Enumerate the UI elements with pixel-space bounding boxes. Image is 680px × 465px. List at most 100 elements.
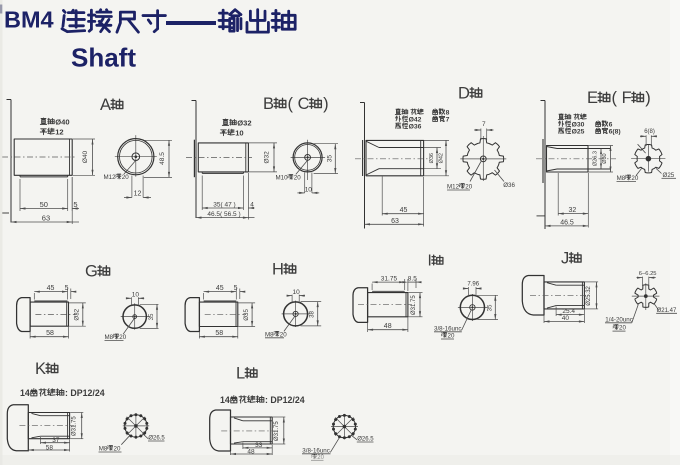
svg-text:( C: ( C — [288, 95, 310, 113]
svg-text:Ø31.75: Ø31.75 — [411, 295, 417, 315]
svg-text:Ø40: Ø40 — [82, 150, 89, 163]
svg-text:Ø36: Ø36 — [409, 124, 422, 131]
svg-text:20: 20 — [280, 331, 287, 338]
svg-text:6: 6 — [609, 122, 613, 129]
svg-text:46.5: 46.5 — [560, 219, 574, 226]
svg-text:5: 5 — [65, 285, 69, 292]
svg-text:): ) — [323, 95, 329, 113]
svg-text:: DP12/24: : DP12/24 — [265, 395, 305, 405]
svg-text:35: 35 — [148, 313, 155, 320]
svg-text:37: 37 — [52, 437, 60, 444]
svg-text:: DP12/24: : DP12/24 — [65, 388, 105, 398]
svg-text:M12: M12 — [104, 174, 117, 181]
svg-text:A: A — [100, 96, 111, 114]
svg-text:20: 20 — [619, 325, 626, 332]
svg-text:Ø30: Ø30 — [602, 153, 608, 163]
svg-text:45: 45 — [400, 207, 408, 214]
svg-text:L: L — [236, 365, 245, 383]
svg-text:M10: M10 — [276, 175, 289, 182]
svg-text:Ø36: Ø36 — [503, 182, 515, 189]
svg-text:58: 58 — [215, 330, 223, 337]
svg-text:20: 20 — [631, 175, 638, 182]
svg-text:6–6.25: 6–6.25 — [639, 271, 657, 277]
svg-text:7.96: 7.96 — [467, 282, 479, 288]
svg-text:M8: M8 — [99, 446, 108, 453]
svg-text:E: E — [587, 89, 598, 107]
svg-text:31.75: 31.75 — [381, 276, 398, 283]
svg-text:M12: M12 — [447, 184, 460, 191]
svg-text:3/8-16unc: 3/8-16unc — [434, 325, 462, 332]
svg-text:J: J — [561, 250, 569, 268]
svg-text:Ø32: Ø32 — [264, 151, 271, 164]
svg-text:20: 20 — [114, 446, 121, 453]
svg-text:48.5: 48.5 — [159, 152, 166, 165]
svg-text:Ø31.75: Ø31.75 — [71, 416, 77, 436]
svg-text:Ø25: Ø25 — [572, 129, 585, 136]
svg-text:I: I — [428, 253, 432, 270]
svg-text:20: 20 — [122, 174, 129, 181]
svg-text:12: 12 — [55, 128, 63, 137]
svg-text:6(8): 6(8) — [609, 129, 621, 136]
svg-text:8.5: 8.5 — [408, 276, 417, 283]
svg-text:35: 35 — [487, 304, 494, 311]
svg-text:Ø42: Ø42 — [438, 153, 444, 163]
svg-text:BM4: BM4 — [4, 7, 54, 33]
svg-text:7: 7 — [446, 117, 450, 124]
svg-text:Ø25: Ø25 — [663, 172, 675, 179]
svg-text:H: H — [272, 261, 284, 279]
svg-text:14: 14 — [220, 395, 230, 405]
svg-text:( F: ( F — [612, 89, 632, 107]
svg-text:25.4: 25.4 — [562, 308, 575, 315]
svg-text:6(8): 6(8) — [644, 129, 655, 135]
svg-text:10: 10 — [305, 186, 313, 193]
svg-text:3/8-16unc: 3/8-16unc — [302, 447, 330, 454]
svg-text:Ø32: Ø32 — [74, 308, 81, 320]
svg-text:Ø40: Ø40 — [55, 118, 69, 127]
svg-text:20: 20 — [465, 184, 472, 191]
svg-text:35( 47 ): 35( 47 ) — [213, 201, 235, 208]
svg-text:10: 10 — [132, 292, 140, 299]
svg-text:Ø36: Ø36 — [429, 153, 435, 163]
svg-text:): ) — [645, 89, 651, 107]
svg-text:Ø35: Ø35 — [243, 309, 250, 321]
svg-text:Ø25.32: Ø25.32 — [586, 285, 592, 305]
svg-text:Ø26.3: Ø26.3 — [593, 151, 599, 166]
svg-text:58: 58 — [46, 444, 54, 451]
svg-text:50: 50 — [40, 200, 48, 209]
svg-text:8: 8 — [446, 110, 450, 117]
svg-text:45: 45 — [216, 285, 224, 292]
svg-text:B: B — [263, 95, 274, 113]
svg-text:63: 63 — [391, 218, 399, 225]
svg-text:Ø26.5: Ø26.5 — [148, 436, 165, 442]
svg-text:M8: M8 — [617, 175, 626, 182]
svg-text:33: 33 — [255, 442, 263, 449]
svg-text:K: K — [35, 360, 46, 378]
svg-text:D: D — [458, 85, 470, 103]
svg-text:38: 38 — [309, 310, 316, 317]
svg-text:48: 48 — [247, 448, 255, 455]
svg-text:Ø32: Ø32 — [237, 119, 251, 128]
svg-text:63: 63 — [42, 214, 50, 223]
svg-text:7: 7 — [482, 121, 486, 128]
svg-text:46.5( 56.5 ): 46.5( 56.5 ) — [207, 211, 240, 218]
svg-text:20: 20 — [317, 455, 324, 461]
svg-text:Ø31.75: Ø31.75 — [274, 421, 280, 441]
svg-text:4: 4 — [250, 201, 254, 208]
svg-text:Ø42: Ø42 — [409, 117, 422, 124]
svg-text:20: 20 — [119, 334, 126, 341]
svg-text:35: 35 — [327, 155, 334, 163]
svg-text:M8: M8 — [105, 334, 114, 341]
svg-text:14: 14 — [20, 388, 30, 398]
svg-text:Shaft: Shaft — [71, 43, 136, 73]
svg-text:5: 5 — [73, 200, 77, 209]
svg-text:48: 48 — [384, 323, 392, 330]
svg-text:Ø21.47: Ø21.47 — [657, 308, 677, 314]
svg-text:20: 20 — [448, 333, 455, 340]
svg-text:20: 20 — [294, 175, 301, 182]
svg-text:Ø30: Ø30 — [572, 122, 585, 129]
svg-text:Ø26.5: Ø26.5 — [357, 437, 374, 443]
svg-text:12: 12 — [134, 191, 142, 198]
svg-text:5: 5 — [234, 285, 238, 292]
svg-text:G: G — [85, 263, 98, 281]
svg-text:40: 40 — [562, 315, 570, 322]
